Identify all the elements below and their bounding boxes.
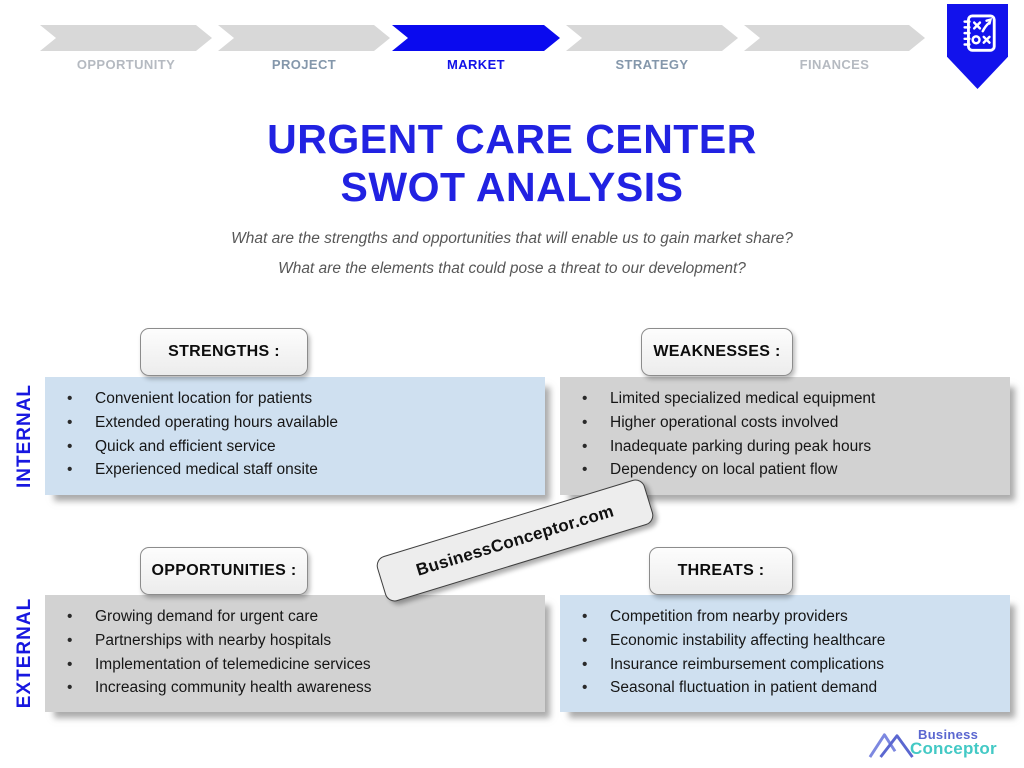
threats-list: Competition from nearby providers Econom… <box>560 595 1010 700</box>
strengths-list: Convenient location for patients Extende… <box>45 377 545 482</box>
swot-item: Inadequate parking during peak hours <box>560 435 1000 459</box>
strengths-panel: Convenient location for patients Extende… <box>45 377 545 495</box>
swot-item: Partnerships with nearby hospitals <box>45 629 535 653</box>
swot-item: Quick and efficient service <box>45 435 535 459</box>
opportunities-panel: Growing demand for urgent care Partnersh… <box>45 595 545 712</box>
step-market[interactable]: MARKET <box>392 25 560 77</box>
swot-item: Growing demand for urgent care <box>45 605 535 629</box>
step-arrow <box>40 25 212 51</box>
swot-item: Implementation of telemedicine services <box>45 653 535 677</box>
brand-name-business: Business <box>918 727 979 742</box>
step-arrow <box>392 25 560 51</box>
swot-item: Dependency on local patient flow <box>560 458 1000 482</box>
slide-title-line2: SWOT ANALYSIS <box>340 164 684 210</box>
step-finances[interactable]: FINANCES <box>744 25 925 77</box>
brand-name-conceptor: Conceptor <box>910 739 997 758</box>
swot-item: Limited specialized medical equipment <box>560 387 1000 411</box>
swot-item: Insurance reimbursement complications <box>560 653 1000 677</box>
weaknesses-label-box: WEAKNESSES : <box>641 328 793 376</box>
step-label: STRATEGY <box>615 57 689 72</box>
step-strategy[interactable]: STRATEGY <box>566 25 738 77</box>
swot-item: Competition from nearby providers <box>560 605 1000 629</box>
subtitle-question-2: What are the elements that could pose a … <box>278 260 746 277</box>
external-axis-label: EXTERNAL <box>14 597 35 709</box>
step-label: PROJECT <box>271 57 337 72</box>
watermark-text: BusinessConceptor.com <box>413 500 616 580</box>
step-opportunity[interactable]: OPPORTUNITY <box>40 25 212 77</box>
step-label: MARKET <box>446 57 505 72</box>
subtitle-question-1: What are the strengths and opportunities… <box>231 230 793 247</box>
brand-logo: Business Conceptor <box>868 726 997 762</box>
weaknesses-panel: Limited specialized medical equipment Hi… <box>560 377 1010 495</box>
step-arrow <box>218 25 390 51</box>
step-arrow <box>566 25 738 51</box>
opportunities-list: Growing demand for urgent care Partnersh… <box>45 595 545 700</box>
slide-title-line1: URGENT CARE CENTER <box>267 116 757 162</box>
strategy-badge <box>947 4 1008 89</box>
threats-label-box: THREATS : <box>649 547 793 595</box>
step-project[interactable]: PROJECT <box>218 25 390 77</box>
swot-item: Higher operational costs involved <box>560 411 1000 435</box>
swot-item: Extended operating hours available <box>45 411 535 435</box>
swot-item: Seasonal fluctuation in patient demand <box>560 676 1000 700</box>
strategy-plan-icon <box>963 14 996 52</box>
swot-item: Convenient location for patients <box>45 387 535 411</box>
step-label: OPPORTUNITY <box>76 57 176 72</box>
swot-item: Increasing community health awareness <box>45 676 535 700</box>
watermark-sticker: BusinessConceptor.com <box>374 477 656 604</box>
strengths-label-box: STRENGTHS : <box>140 328 308 376</box>
internal-axis-label: INTERNAL <box>14 383 35 489</box>
opportunities-label-box: OPPORTUNITIES : <box>140 547 308 595</box>
mountain-logo-icon <box>868 733 914 758</box>
swot-item: Experienced medical staff onsite <box>45 458 535 482</box>
weaknesses-list: Limited specialized medical equipment Hi… <box>560 377 1010 482</box>
step-label: FINANCES <box>799 57 870 72</box>
step-arrow <box>744 25 925 51</box>
threats-panel: Competition from nearby providers Econom… <box>560 595 1010 712</box>
swot-item: Economic instability affecting healthcar… <box>560 629 1000 653</box>
